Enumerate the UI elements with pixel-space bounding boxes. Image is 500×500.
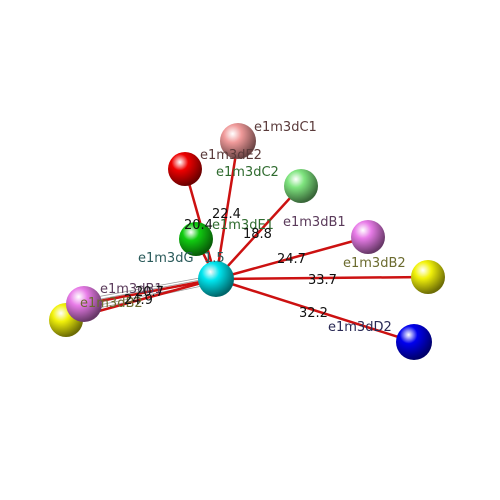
node-label-c2: e1m3dC2 <box>216 165 279 180</box>
node-label-b2l: e1m3dB2 <box>80 296 143 311</box>
atom-sphere-c1 <box>220 123 256 159</box>
edge-b1l <box>82 277 218 306</box>
edge-b2r <box>214 275 430 281</box>
center-label: 1.5 <box>204 251 225 266</box>
atom-sphere-e1 <box>179 222 213 256</box>
edge-label-b1l: 20.7 <box>135 285 164 300</box>
node-label-b1l: e1m3dB1 <box>100 282 163 297</box>
edge-c2 <box>214 184 303 281</box>
edge-label-e1: 20.4 <box>184 218 213 233</box>
edge-label-d2: 32.2 <box>299 306 328 321</box>
atom-sphere-b1l <box>66 286 102 322</box>
edge-label-c2: 18.8 <box>243 227 272 242</box>
node-label-e1: e1m3dE1 <box>212 218 274 233</box>
edge-label-b2l: 24.9 <box>124 293 153 308</box>
node-label-g: e1m3dG <box>138 251 194 266</box>
node-label-b2r: e1m3dB2 <box>343 256 406 271</box>
atom-sphere-c2 <box>284 169 318 203</box>
node-label-b1r: e1m3dB1 <box>283 215 346 230</box>
atom-sphere-d2 <box>396 324 432 360</box>
bond-bundle-line <box>79 274 217 301</box>
edge-label-b2r: 33.7 <box>308 273 337 288</box>
node-label-d2: e1m3dD2 <box>328 320 392 335</box>
edge-d2 <box>214 277 416 344</box>
center-atom-sphere <box>198 261 234 297</box>
edge-c1 <box>214 139 240 281</box>
edge-label-b1r: 24.7 <box>277 252 306 267</box>
nodes-layer <box>49 123 445 360</box>
atom-sphere-b2r <box>411 260 445 294</box>
node-label-c1: e1m3dC1 <box>254 120 317 135</box>
bond-bundle-line <box>79 276 217 304</box>
node-label-e2: e1m3dE2 <box>200 148 262 163</box>
edge-b1r <box>214 235 370 281</box>
atom-sphere-b1r <box>351 220 385 254</box>
edge-label-c1: 22.4 <box>212 207 241 222</box>
atom-sphere-e2 <box>168 152 202 186</box>
